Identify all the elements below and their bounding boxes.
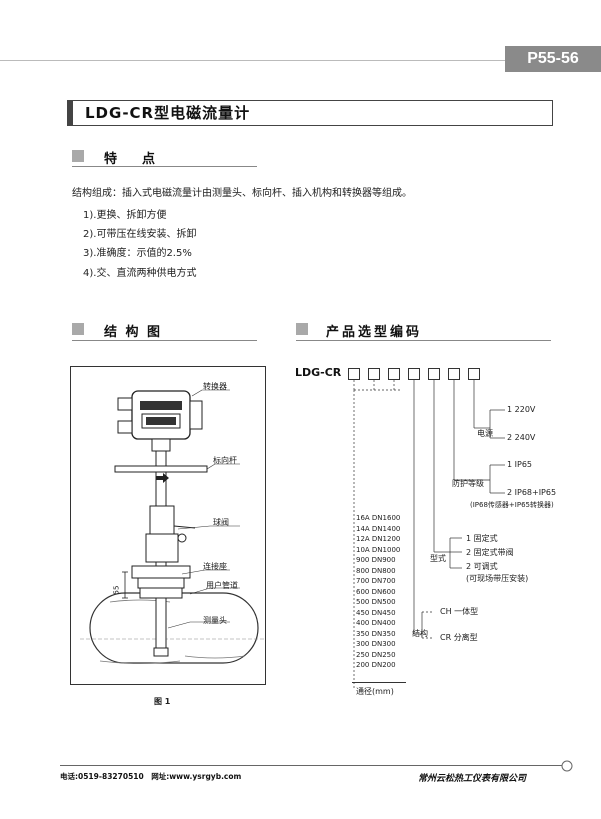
features-intro: 结构组成：插入式电磁流量计由测量头、标向杆、插入机构和转换器等组成。 — [72, 188, 412, 199]
code-box-6 — [448, 368, 460, 380]
model-code: LDG-CR — [295, 366, 342, 379]
diameter-label: 通径(mm) — [356, 687, 394, 696]
label-converter: 转换器 — [203, 382, 227, 391]
top-rule — [0, 60, 505, 61]
ball-valve-drawing — [145, 505, 196, 563]
footer-rule — [60, 765, 565, 766]
feature-item-2: 2).可带压在线安装、拆卸 — [83, 229, 197, 240]
feature-item-1: 1).更换、拆卸方便 — [83, 210, 167, 221]
diameter-item: 200 DN200 — [356, 661, 396, 669]
diameter-item: 800 DN800 — [356, 566, 396, 575]
label-user-pipe: 用户管道 — [206, 581, 238, 590]
label-measuring-head: 测量头 — [203, 616, 227, 625]
type-option-1: 1 固定式 — [466, 534, 498, 543]
structure-option-2: CR 分离型 — [440, 633, 478, 642]
type-note: (可现场带压安装) — [466, 574, 529, 583]
diameter-item: 700 DN700 — [356, 577, 396, 585]
diameter-item: 350 DN350 — [356, 629, 396, 638]
code-box-2 — [368, 368, 380, 380]
feature-item-3: 3).准确度：示值的2.5% — [83, 248, 192, 259]
features-rule — [72, 166, 257, 167]
selection-tree-lines — [353, 380, 505, 690]
leader-lines — [167, 389, 240, 629]
diameter-item: 250 DN250 — [356, 650, 396, 659]
user-pipe-drawing — [80, 592, 265, 664]
connector-drawing — [122, 565, 191, 599]
page-title: LDG-CR型电磁流量计 — [85, 104, 251, 122]
selection-heading: 产品选型编码 — [326, 325, 423, 340]
structure-diagram — [70, 366, 266, 685]
section-marker — [296, 323, 308, 335]
power-label: 电源 — [477, 429, 493, 438]
diameter-item: 10A DN1000 — [356, 545, 401, 554]
diameter-item: 400 DN400 — [356, 619, 396, 627]
section-marker — [72, 323, 84, 335]
diameter-item: 900 DN900 — [356, 556, 396, 564]
label-direction-rod: 标向杆 — [213, 456, 237, 465]
section-marker — [72, 150, 84, 162]
structure-heading: 结 构 图 — [104, 325, 163, 340]
label-dimension: 55 — [112, 585, 121, 595]
diagram-frame — [70, 366, 266, 685]
title-bar — [67, 100, 73, 126]
diameter-item: 12A DN1200 — [356, 535, 401, 543]
structure-label: 结构 — [412, 629, 428, 638]
type-option-2: 2 固定式带阀 — [466, 548, 514, 557]
diameter-item: 14A DN1400 — [356, 524, 401, 533]
footer-circle-icon — [561, 760, 573, 772]
diameter-rule — [352, 682, 406, 683]
structure-rule — [72, 340, 257, 341]
feature-item-4: 4).交、直流两种供电方式 — [83, 268, 197, 279]
code-box-4 — [408, 368, 420, 380]
measuring-head-drawing — [153, 597, 169, 657]
diameter-item: 300 DN300 — [356, 640, 396, 648]
protection-option-2: 2 IP68+IP65 — [507, 488, 557, 497]
converter-drawing — [117, 390, 203, 452]
structure-option-1: CH 一体型 — [440, 607, 479, 616]
diameter-list: 16A DN1600 14A DN1400 12A DN1200 10A DN1… — [356, 513, 400, 671]
footer-contact: 电话:0519-83270510 网址:www.ysrgyb.com — [60, 772, 242, 781]
type-label: 型式 — [430, 554, 446, 563]
diameter-item: 500 DN500 — [356, 598, 396, 606]
footer-company: 常州云松热工仪表有限公司 — [418, 774, 527, 784]
selection-rule — [296, 340, 551, 341]
diameter-item: 450 DN450 — [356, 608, 396, 617]
code-box-7 — [468, 368, 480, 380]
protection-option-1: 1 IP65 — [507, 460, 532, 469]
power-option-1: 1 220V — [507, 405, 536, 414]
features-heading: 特 点 — [104, 152, 162, 167]
protection-note: (IP68传感器+IP65转换器) — [470, 501, 554, 509]
label-ball-valve: 球阀 — [213, 518, 229, 527]
diameter-item: 16A DN1600 — [356, 514, 401, 522]
protection-label: 防护等级 — [452, 479, 484, 488]
page-number: P55-56 — [505, 46, 601, 72]
code-box-1 — [348, 368, 360, 380]
code-box-5 — [428, 368, 440, 380]
power-option-2: 2 240V — [507, 433, 536, 442]
diameter-item: 600 DN600 — [356, 587, 396, 596]
label-connector: 连接座 — [203, 562, 227, 571]
figure-caption: 图 1 — [154, 697, 171, 706]
type-option-3: 2 可调式 — [466, 562, 498, 571]
code-box-3 — [388, 368, 400, 380]
